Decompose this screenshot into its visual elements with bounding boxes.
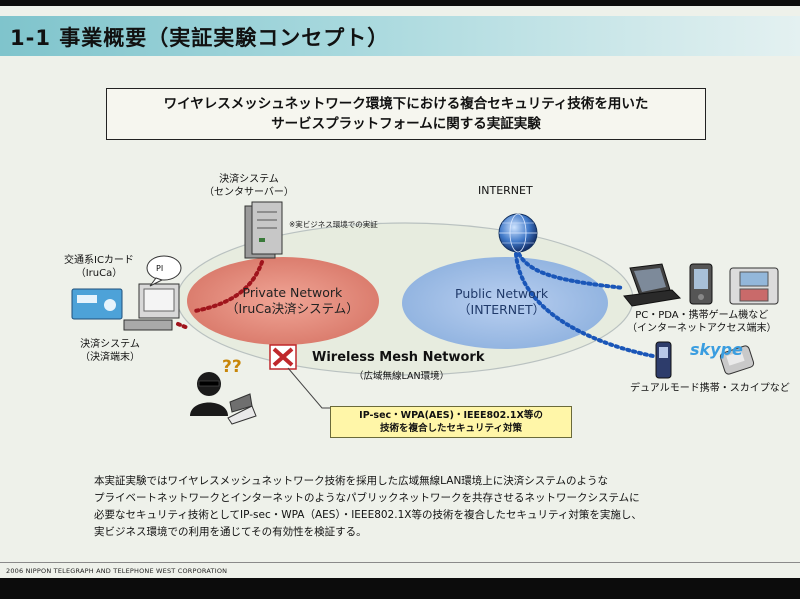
internet-label: INTERNET — [478, 184, 533, 197]
security-line-2: 技術を複合したセキュリティ対策 — [380, 423, 522, 434]
question-marks: ?? — [222, 357, 242, 377]
pda-icon — [689, 263, 713, 305]
laptop-icon — [623, 263, 682, 307]
pc-pda-label: PC・PDA・携帯ゲーム機など （インターネットアクセス端末） — [627, 310, 777, 334]
access-point-icon — [269, 344, 297, 370]
public-network-label: Public Network （INTERNET） — [455, 286, 549, 317]
title-bar: 1-1 事業概要（実証実験コンセプト） — [0, 16, 800, 56]
wireless-mesh-subtitle: （広域無線LAN環境） — [354, 371, 450, 382]
server-icon — [244, 201, 283, 259]
game-console-icon — [729, 267, 779, 305]
private-network-label: Private Network （IruCa決済システム） — [226, 285, 359, 316]
footer-copyright: 2006 NIPPON TELEGRAPH AND TELEPHONE WEST… — [6, 567, 228, 575]
private-link-terminal — [176, 322, 190, 330]
private-network-area — [187, 257, 379, 345]
dual-mode-label: デュアルモード携帯・スカイプなど — [630, 383, 790, 394]
subtitle-box: ワイヤレスメッシュネットワーク環境下における複合セキュリティ技術を用いた サービ… — [106, 88, 706, 140]
mobile-phone-icon — [655, 341, 672, 379]
flip-phone-icon — [719, 345, 755, 375]
speech-bubble-icon — [146, 255, 182, 287]
ic-card-icon — [71, 288, 123, 320]
body-text: 本実証実験ではワイヤレスメッシュネットワーク技術を採用した広域無線LAN環境上に… — [94, 475, 642, 538]
public-network-area — [402, 257, 608, 349]
globe-icon — [498, 213, 538, 253]
subtitle-line-2: サービスプラットフォームに関する実証実験 — [271, 116, 541, 132]
footer-divider — [0, 562, 800, 563]
skype-logo: skype — [690, 340, 743, 359]
payment-terminal-icon — [123, 283, 180, 331]
server-note: ※実ビジネス環境での実証 — [289, 220, 378, 229]
payment-terminal-label: 決済システム （決済端末） — [80, 339, 140, 363]
public-link-pc — [517, 252, 626, 290]
security-pointer — [287, 367, 330, 409]
public-link-mobile — [514, 252, 655, 358]
payment-system-label: 決済システム （センタサーバー） — [204, 174, 294, 198]
network-diagram: skype — [71, 201, 779, 425]
page-title: 1-1 事業概要（実証実験コンセプト） — [10, 26, 390, 50]
subtitle-line-1: ワイヤレスメッシュネットワーク環境下における複合セキュリティ技術を用いた — [163, 96, 649, 112]
slide: 1-1 事業概要（実証実験コンセプト） ワイヤレスメッシュネットワーク環境下にお… — [0, 6, 800, 578]
ic-card-label: 交通系ICカード （IruCa） — [64, 255, 134, 279]
hacker-icon — [190, 372, 257, 425]
private-link-server — [193, 260, 264, 313]
pi-label: PI — [156, 264, 164, 273]
security-line-1: IP-sec・WPA(AES)・IEEE802.1X等の — [359, 410, 543, 421]
security-box: IP-sec・WPA(AES)・IEEE802.1X等の 技術を複合したセキュリ… — [330, 406, 572, 438]
wireless-mesh-title: Wireless Mesh Network — [312, 350, 485, 365]
